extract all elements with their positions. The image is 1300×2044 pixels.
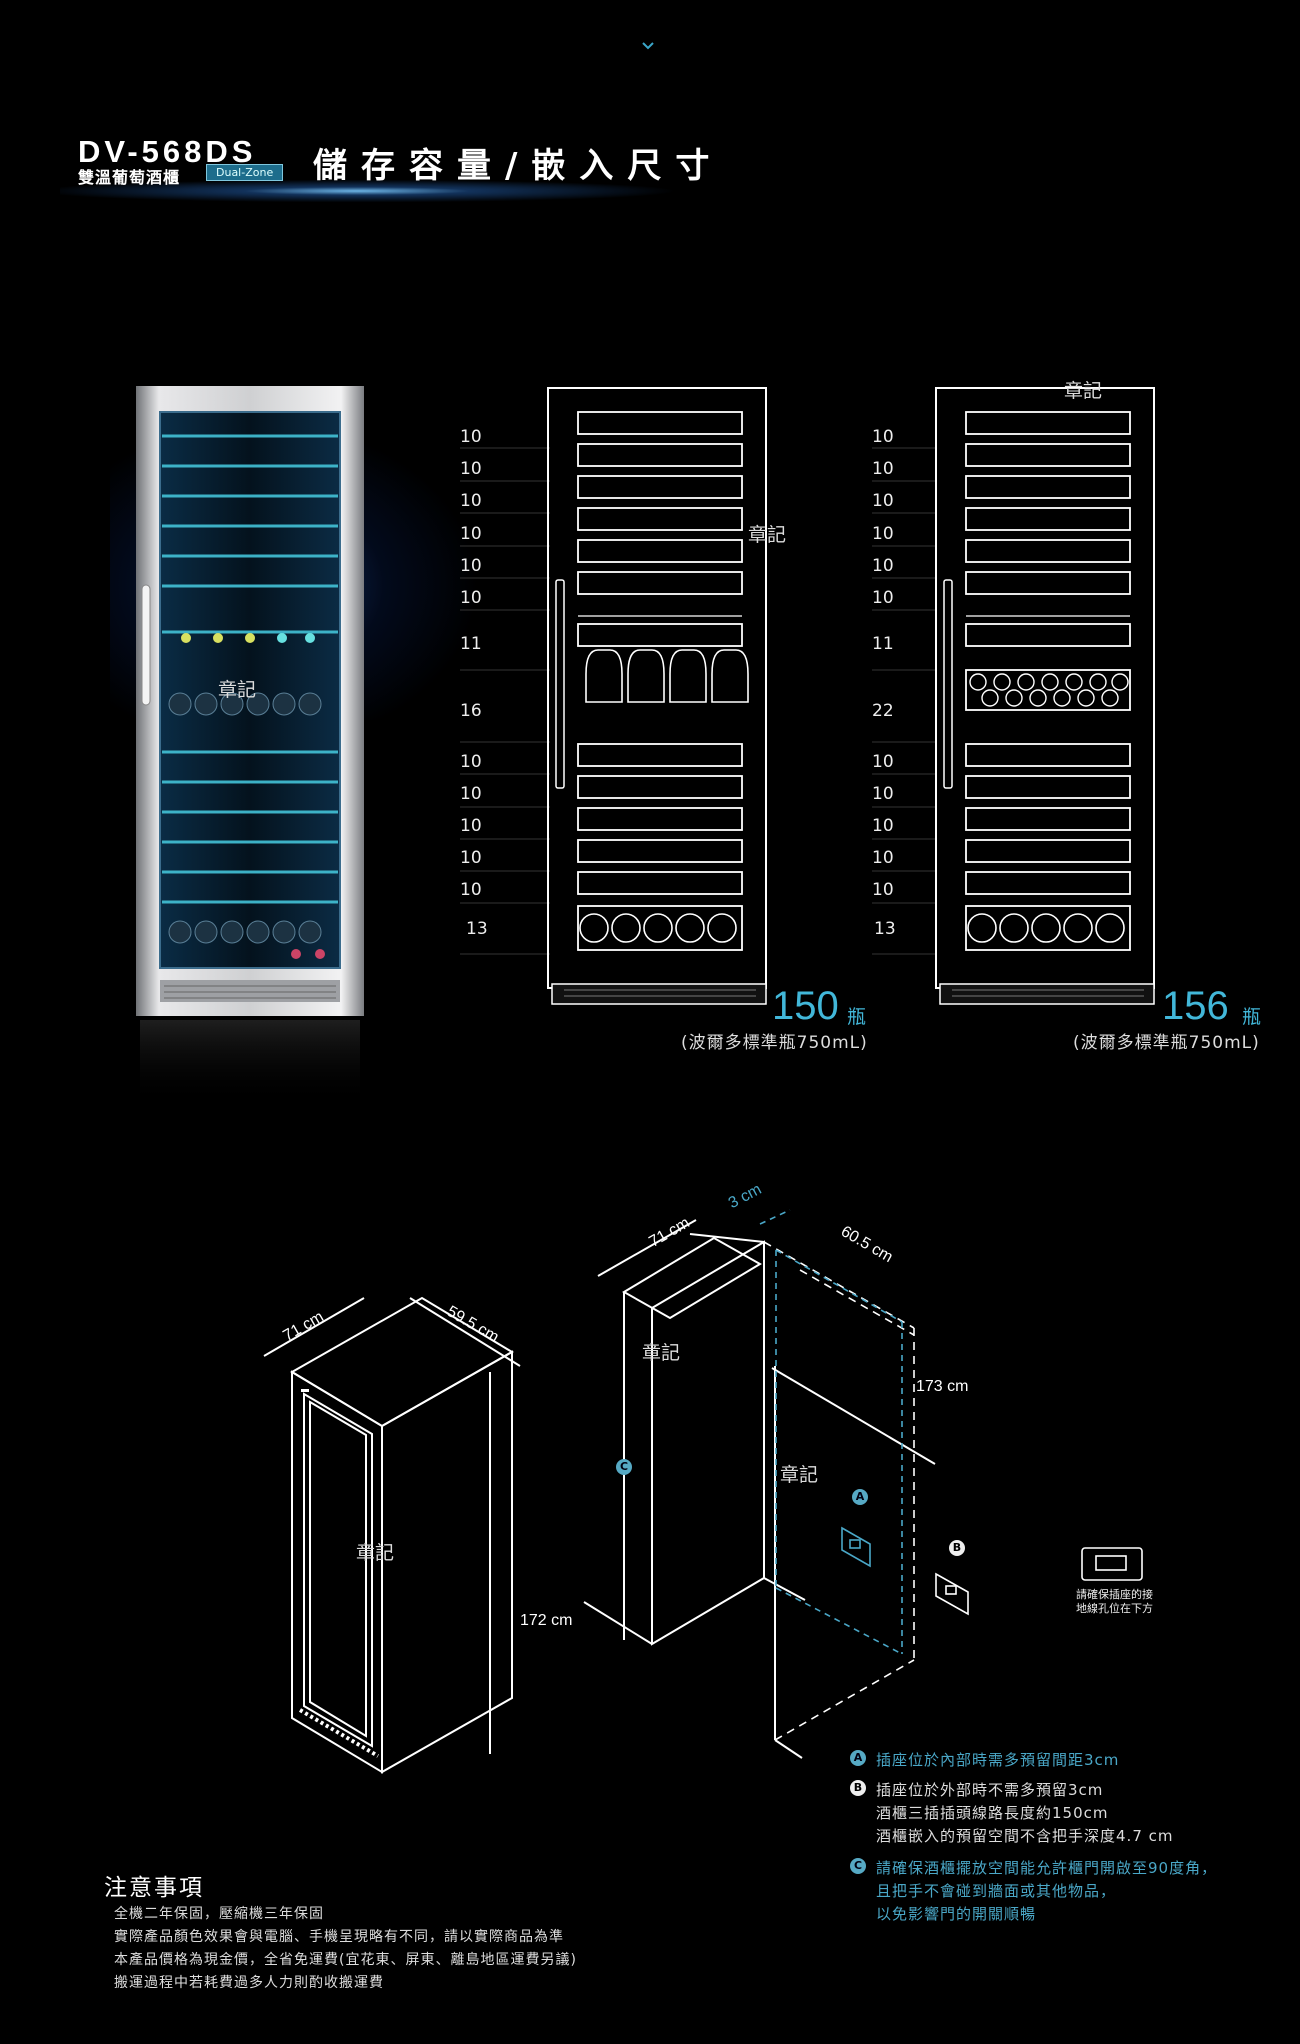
row-count: 10: [872, 427, 894, 447]
row-count: 10: [460, 848, 482, 868]
stamp-mark-cabinet: 章記: [356, 1542, 395, 1564]
model-name: DV-568DS: [78, 134, 257, 169]
row-count: 10: [872, 880, 894, 900]
caution-item: 搬運過程中若耗費過多人力則酌收搬運費: [114, 1975, 384, 1991]
row-count: 10: [872, 784, 894, 804]
legend-c-line: 以免影響門的開關順暢: [876, 1905, 1037, 1923]
capacity-note-right: (波爾多標準瓶750mL): [1073, 1033, 1260, 1053]
header-glow: [60, 178, 720, 204]
legend-c-badge: C: [850, 1858, 866, 1874]
capacity-unit-left: 瓶: [847, 1006, 867, 1028]
legend-b-line: 酒櫃嵌入的預留空間不含把手深度4.7 cm: [876, 1827, 1174, 1845]
stamp-mark-niche: 章記: [642, 1342, 681, 1364]
row-count: 13: [466, 919, 488, 939]
stamp-mark-left: 章記: [748, 524, 787, 546]
capacity-diagram-left: [460, 387, 767, 1005]
capacity-unit-right: 瓶: [1242, 1006, 1262, 1028]
capacity-total-right: 156: [1162, 984, 1229, 1028]
caution-item: 本產品價格為現金價，全省免運費(宜花東、屏東、離島地區運費另議): [114, 1952, 577, 1968]
row-count: 10: [460, 752, 482, 772]
product-photo: [136, 386, 364, 1105]
caution-item: 全機二年保固，壓縮機三年保固: [114, 1906, 324, 1922]
cautions-title: 注意事項: [104, 1875, 204, 1901]
chevron-down-icon[interactable]: [640, 40, 656, 52]
legend-a-text: 插座位於內部時需多預留間距3cm: [876, 1751, 1120, 1769]
row-count: 22: [872, 701, 894, 721]
legend-c-line: 且把手不會碰到牆面或其他物品，: [876, 1882, 1117, 1900]
cabinet-height-label: 172 cm: [520, 1612, 573, 1629]
legend-c-line: 請確保酒櫃擺放空間能允許櫃門開啟至90度角，: [876, 1859, 1218, 1877]
capacity-note-left: (波爾多標準瓶750mL): [681, 1033, 868, 1053]
row-count: 10: [872, 491, 894, 511]
capacity-total-left: 150: [772, 984, 839, 1028]
row-count: 10: [872, 816, 894, 836]
row-count: 10: [460, 491, 482, 511]
stamp-mark-right: 章記: [1064, 380, 1103, 402]
row-count: 10: [460, 524, 482, 544]
row-count: 11: [872, 634, 894, 654]
outlet-note-line: 請確保插座的接: [1076, 1588, 1153, 1601]
row-count: 13: [874, 919, 896, 939]
row-count: 10: [460, 427, 482, 447]
row-count: 10: [872, 752, 894, 772]
model-subtitle: 雙溫葡萄酒櫃: [78, 168, 181, 187]
legend-a-badge: A: [850, 1750, 866, 1766]
dimension-drawings: [263, 1209, 1143, 1774]
row-count: 10: [460, 816, 482, 836]
row-count: 10: [872, 556, 894, 576]
row-count: 10: [460, 588, 482, 608]
marker-c-badge: C: [616, 1459, 632, 1475]
dual-zone-badge: Dual-Zone: [206, 164, 284, 181]
caution-item: 實際產品顏色效果會與電腦、手機呈現略有不同，請以實際商品為準: [114, 1929, 564, 1945]
outlet-note: 請確保插座的接 地線孔位在下方: [1076, 1588, 1153, 1616]
row-count: 10: [872, 588, 894, 608]
legend-b-line: 酒櫃三插插頭線路長度約150cm: [876, 1804, 1109, 1822]
stamp-mark-photo: 章記: [218, 679, 257, 701]
row-count: 10: [872, 524, 894, 544]
niche-height-label: 173 cm: [916, 1378, 969, 1395]
page-title: 儲存容量/嵌入尺寸: [313, 146, 724, 186]
row-count: 10: [460, 459, 482, 479]
row-count: 16: [460, 701, 482, 721]
capacity-diagram-right: [872, 387, 1155, 1005]
marker-b-badge: B: [949, 1540, 965, 1556]
row-count: 10: [872, 459, 894, 479]
row-count: 10: [460, 880, 482, 900]
stamp-mark-niche-inner: 章記: [780, 1464, 819, 1486]
marker-a-badge: A: [852, 1489, 868, 1505]
outlet-note-line: 地線孔位在下方: [1076, 1602, 1153, 1615]
row-count: 10: [460, 556, 482, 576]
row-count: 10: [460, 784, 482, 804]
legend-b-badge: B: [850, 1780, 866, 1796]
legend-b-line: 插座位於外部時不需多預留3cm: [876, 1781, 1104, 1799]
row-count: 11: [460, 634, 482, 654]
row-count: 10: [872, 848, 894, 868]
